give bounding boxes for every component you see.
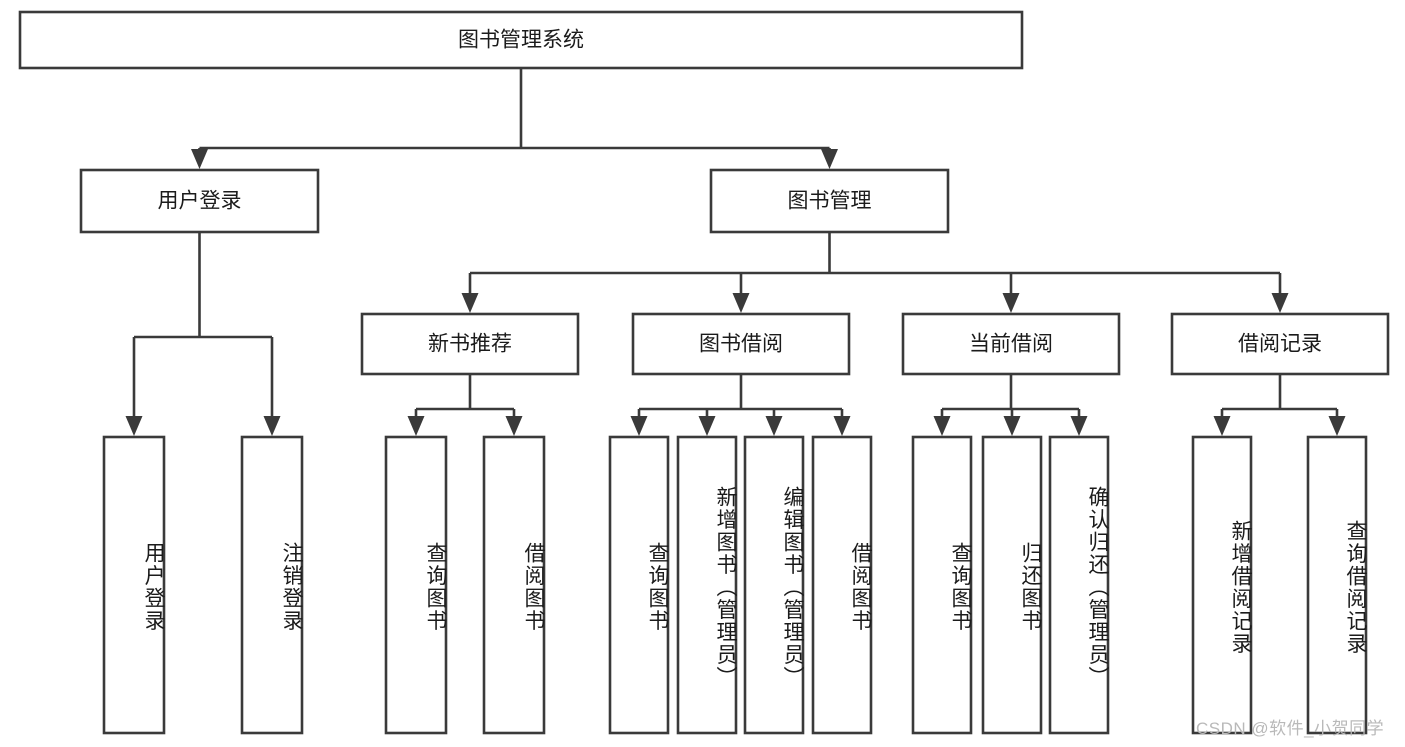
arrow-icon-user-login-to-leaf-user-logout	[263, 416, 281, 436]
node-box-leaf-query-book-2[interactable]	[608, 435, 670, 735]
node-box-leaf-edit-book-admin[interactable]	[743, 435, 805, 735]
arrow-icon-book-borrow-to-leaf-add-book-admin	[698, 416, 716, 436]
arrow-icon-bm-to-new-book-recommend	[461, 293, 479, 313]
arrow-icon-current-borrow-to-leaf-confirm-return-admin	[1070, 416, 1088, 436]
arrow-icon-current-borrow-to-leaf-return-book	[1003, 416, 1021, 436]
node-box-borrow-record[interactable]	[1170, 312, 1390, 376]
node-box-leaf-query-borrow-record[interactable]	[1306, 435, 1368, 735]
node-label-current-borrow: 当前借阅	[969, 333, 1053, 356]
arrow-icon-new-book-recommend-to-leaf-borrow-book-1	[505, 416, 523, 436]
node-box-user-login[interactable]	[79, 168, 320, 234]
node-box-leaf-query-book-1[interactable]	[384, 435, 448, 735]
node-box-leaf-add-book-admin[interactable]	[676, 435, 738, 735]
arrow-icon-bm-to-book-borrow	[732, 293, 750, 313]
arrow-icon-borrow-record-to-leaf-add-borrow-record	[1213, 416, 1231, 436]
node-box-leaf-user-logout[interactable]	[240, 435, 304, 735]
node-box-book-borrow[interactable]	[631, 312, 851, 376]
node-box-current-borrow[interactable]	[901, 312, 1121, 376]
boxes-layer	[18, 10, 1390, 735]
arrow-icon-new-book-recommend-to-leaf-query-book-1	[407, 416, 425, 436]
node-label-book-management: 图书管理	[788, 190, 872, 213]
node-box-new-book-recommend[interactable]	[360, 312, 580, 376]
node-box-book-management[interactable]	[709, 168, 950, 234]
arrow-icon-root-to-user-login	[191, 149, 208, 169]
node-box-leaf-borrow-book-2[interactable]	[811, 435, 873, 735]
node-box-root[interactable]	[18, 10, 1024, 70]
arrow-icon-book-borrow-to-leaf-edit-book-admin	[765, 416, 783, 436]
arrow-icon-borrow-record-to-leaf-query-borrow-record	[1328, 416, 1346, 436]
arrow-icon-book-borrow-to-leaf-borrow-book-2	[833, 416, 851, 436]
node-label-borrow-record: 借阅记录	[1238, 333, 1322, 356]
csdn-watermark: CSDN @软件_小贺同学	[1196, 719, 1385, 738]
node-label-user-login: 用户登录	[158, 190, 242, 213]
node-label-root: 图书管理系统	[458, 29, 584, 52]
arrow-icon-book-borrow-to-leaf-query-book-2	[630, 416, 648, 436]
node-box-leaf-borrow-book-1[interactable]	[482, 435, 546, 735]
node-box-leaf-confirm-return-admin[interactable]	[1048, 435, 1110, 735]
node-box-leaf-return-book[interactable]	[981, 435, 1043, 735]
node-box-leaf-add-borrow-record[interactable]	[1191, 435, 1253, 735]
connectors-layer	[125, 68, 1346, 436]
node-label-new-book-recommend: 新书推荐	[428, 333, 512, 356]
arrow-icon-bm-to-current-borrow	[1002, 293, 1020, 313]
arrow-icon-bm-to-borrow-record	[1271, 293, 1289, 313]
node-box-leaf-user-login[interactable]	[102, 435, 166, 735]
arrow-icon-current-borrow-to-leaf-query-book-3	[933, 416, 951, 436]
arrow-icon-root-to-book-management	[821, 149, 838, 169]
arrow-icon-user-login-to-leaf-user-login	[125, 416, 143, 436]
node-box-leaf-query-book-3[interactable]	[911, 435, 973, 735]
node-label-book-borrow: 图书借阅	[699, 333, 783, 356]
